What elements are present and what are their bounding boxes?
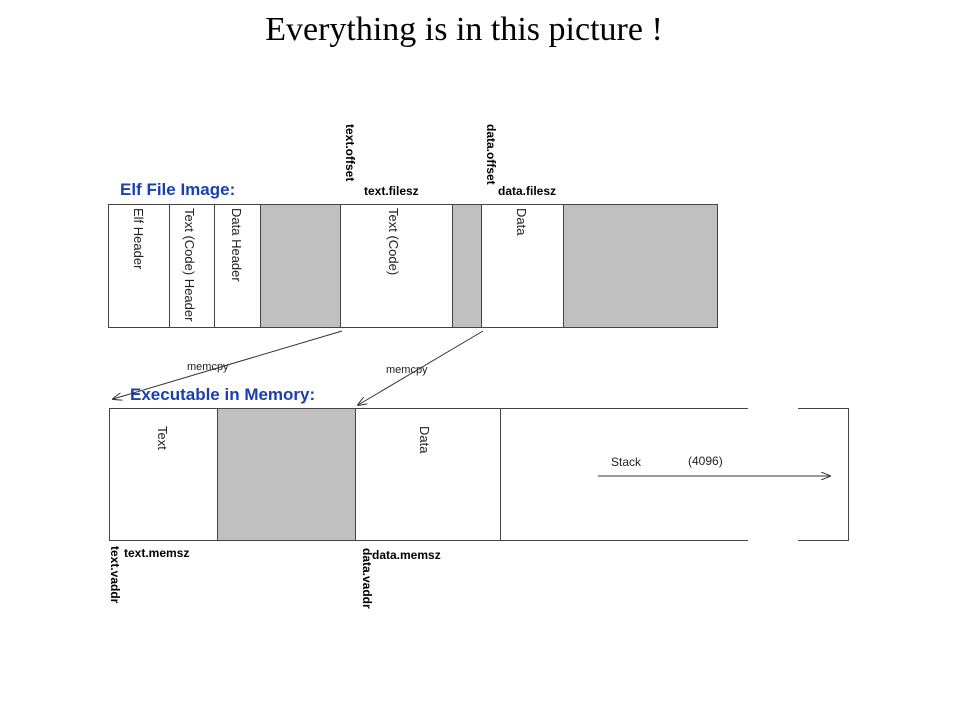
elf-file-image-heading: Elf File Image: — [120, 180, 236, 199]
elf-header-cell: Elf Header — [131, 208, 146, 270]
text-code-cell: Text (Code) — [386, 208, 401, 276]
data-filesz-label: data.filesz — [498, 184, 557, 198]
text-vaddr-label: text.vaddr — [108, 546, 122, 604]
stack-size-label: (4096) — [688, 454, 723, 468]
data-header-cell: Data Header — [229, 208, 244, 282]
slide-title: Everything is in this picture ! — [265, 11, 663, 48]
data-memsz-label: data.memsz — [372, 548, 441, 562]
elf-gap-3 — [563, 204, 718, 328]
stack-label: Stack — [611, 455, 642, 469]
memory-text-cell: Text — [155, 426, 170, 450]
executable-in-memory-heading: Executable in Memory: — [130, 385, 316, 404]
data-vaddr-label: data.vaddr — [360, 548, 374, 609]
text-offset-label: text.offset — [343, 124, 357, 182]
memory-gap — [217, 408, 355, 540]
elf-gap-2 — [452, 204, 481, 328]
data-cell: Data — [514, 208, 529, 236]
elf-gap-1 — [260, 204, 341, 328]
memcpy-left-label: memcpy — [187, 361, 229, 373]
memory-data-cell: Data — [417, 426, 432, 454]
text-code-header-cell: Text (Code) Header — [182, 208, 197, 322]
data-offset-label: data.offset — [484, 124, 498, 185]
memcpy-right-label: memcpy — [386, 364, 428, 376]
text-filesz-label: text.filesz — [364, 184, 419, 198]
text-memsz-label: text.memsz — [124, 546, 190, 560]
